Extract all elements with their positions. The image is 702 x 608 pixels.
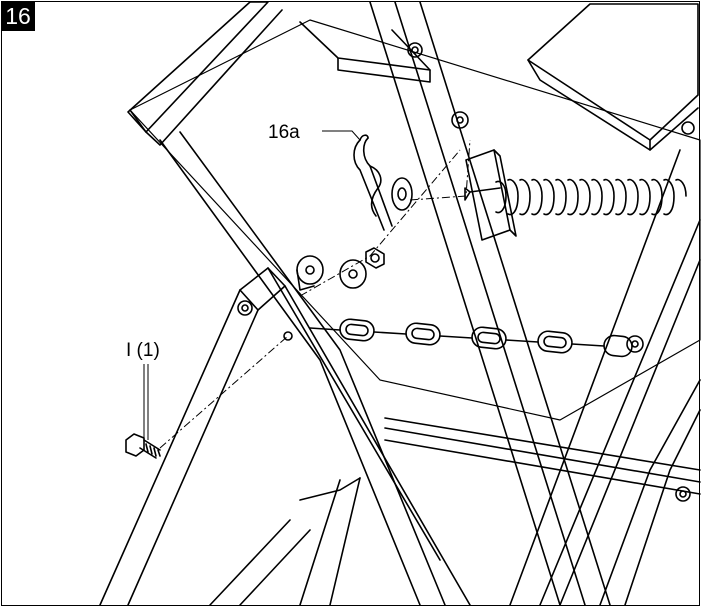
- callout-i1: I (1): [126, 340, 160, 361]
- middle-tube: [159, 131, 446, 606]
- cross-tube: [384, 417, 701, 495]
- axis-clip-to-spring: [409, 139, 471, 201]
- lower-inner-tube: [209, 477, 361, 606]
- seat-panel: [129, 19, 701, 421]
- main-tube-b: [509, 149, 701, 606]
- left-leg-tube: [99, 267, 471, 606]
- chain: [309, 318, 633, 358]
- main-tube-a: [369, 1, 611, 606]
- callout-16a: 16a: [268, 122, 300, 143]
- axis-bolt: [159, 335, 289, 449]
- top-right-tray: [527, 3, 699, 151]
- leader-16a: [322, 130, 361, 141]
- washer-right: [339, 259, 367, 289]
- nut-upper: [365, 247, 385, 269]
- top-bracket: [299, 21, 431, 83]
- washer-16a: [391, 177, 413, 211]
- right-tube: [599, 379, 701, 606]
- upper-left-tube: [127, 1, 283, 146]
- axis-washers: [299, 149, 461, 297]
- spring-bracket: [465, 149, 517, 241]
- spring: [464, 178, 687, 216]
- r-clip-16a: [353, 134, 393, 231]
- step-number-badge: 16: [1, 1, 35, 31]
- washer-left: [296, 255, 324, 291]
- bolt-heads: [237, 42, 695, 502]
- bolt-i1: [125, 433, 161, 459]
